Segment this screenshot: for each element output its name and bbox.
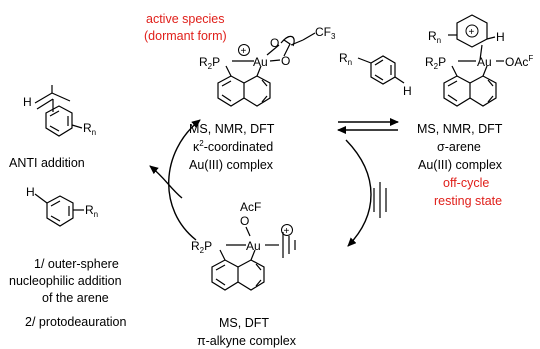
svg-text:Rn: Rn (339, 51, 352, 67)
step1-line2: nucleophilic addition (9, 274, 122, 288)
sa-red-2: resting state (434, 194, 502, 208)
sigma-arene-structure: + Rn H R2P Au OAcF MS, NMR, DFT σ-arene … (417, 14, 533, 208)
svg-text:OAcF: OAcF (505, 54, 533, 69)
pa-au: Au (246, 239, 261, 253)
prod-rn: R (83, 121, 92, 135)
svg-text:R2P: R2P (191, 239, 212, 255)
prod-h: H (23, 95, 32, 109)
ac-r: R (199, 55, 208, 69)
alkyne-reagent-icon (373, 182, 387, 218)
ac-au: Au (253, 55, 268, 69)
active-species-title-1: active species (146, 12, 225, 26)
nuc-h: H (26, 185, 35, 199)
step2-text: 2/ protodeauration (25, 315, 127, 329)
pa-o: O (240, 214, 249, 228)
svg-text:R2P: R2P (199, 55, 220, 71)
svg-text:Rn: Rn (428, 29, 441, 45)
pa-desc-1: MS, DFT (219, 316, 269, 330)
ac-o1: O (281, 54, 290, 68)
arene-rn: R (339, 51, 348, 65)
svg-text:CF3: CF3 (315, 25, 336, 41)
pa-r: R (191, 239, 200, 253)
sa-au: Au (477, 55, 492, 69)
sa-red-1: off-cycle (443, 176, 489, 190)
product-structure: H Rn ANTI addition (9, 85, 96, 170)
arene-h: H (403, 84, 412, 98)
active-species-title-2: (dormant form) (144, 29, 227, 43)
ac-kappa: κ (193, 140, 200, 154)
ac-o2: O (270, 36, 279, 50)
arene-nucleophile-structure: H Rn (26, 185, 98, 227)
ac-plus: + (241, 46, 247, 57)
svg-text:κ2-coordinated: κ2-coordinated (193, 139, 273, 154)
sa-desc-2: σ-arene (437, 140, 481, 154)
sa-plus: + (469, 27, 475, 38)
svg-text:Rn: Rn (85, 203, 98, 219)
svg-text:R2P: R2P (425, 55, 446, 71)
svg-text:Rn: Rn (83, 121, 96, 137)
sa-h: H (496, 30, 505, 44)
prod-anti: ANTI addition (9, 156, 85, 170)
ac-cf3: CF (315, 25, 331, 39)
ac-desc-3: Au(III) complex (189, 158, 274, 172)
pa-acf: AcF (240, 200, 261, 214)
sa-oac: OAc (505, 55, 528, 69)
pa-desc-2: π-alkyne complex (197, 334, 297, 348)
svg-text:AcF: AcF (240, 200, 261, 214)
ac-desc-1: MS, NMR, DFT (189, 122, 275, 136)
pi-alkyne-structure: AcF O + R2P Au MS, DFT π-alkyne complex (191, 200, 297, 348)
sa-desc-3: Au(III) complex (418, 158, 503, 172)
sa-rn: R (428, 29, 437, 43)
step1-line3: of the arene (42, 291, 109, 305)
arene-reagent-structure: Rn H (339, 51, 412, 98)
active-species-structure: active species (dormant form) R2P Au O O… (144, 12, 336, 172)
sa-r: R (425, 55, 434, 69)
sa-desc-1: MS, NMR, DFT (417, 122, 503, 136)
step1-line1: 1/ outer-sphere (34, 257, 119, 271)
nuc-rn: R (85, 203, 94, 217)
pa-plus: + (284, 226, 290, 237)
